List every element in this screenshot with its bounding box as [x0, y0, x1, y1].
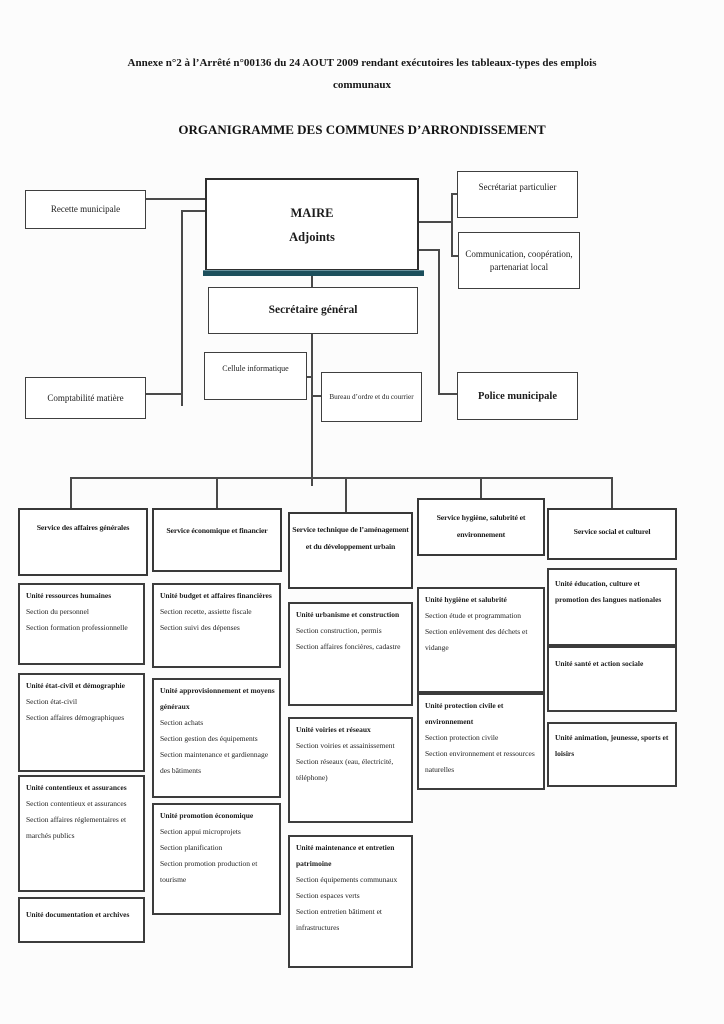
connector-police-vertical	[438, 249, 440, 394]
unit-section: Section achats	[160, 718, 204, 727]
unit-section: Section appui microprojets	[160, 827, 241, 836]
connector-cellule-stub	[306, 376, 312, 378]
police-municipale-box: Police municipale	[457, 372, 578, 420]
bureau-ordre-courrier-box: Bureau d’ordre et du courrier	[321, 372, 422, 422]
maire-accent-bar	[203, 270, 424, 276]
unit-section: Section voiries et assainissement	[296, 741, 395, 750]
connector-maire-right	[419, 221, 452, 223]
unit-title: Unité hygiène et salubrité	[425, 595, 507, 604]
connector-drop-service-4	[480, 477, 482, 499]
unit-maintenance-patrimoine-box: Unité maintenance et entretien patrimoin…	[288, 835, 413, 968]
unit-section: Section environnement et ressources natu…	[425, 749, 535, 774]
unit-title: Unité animation, jeunesse, sports et loi…	[555, 733, 669, 758]
unit-section: Section entretien bâtiment et infrastruc…	[296, 907, 383, 932]
service-hygiene-salubrite-box: Service hygiène, salubrité et environnem…	[417, 498, 545, 556]
connector-secretariat-stub	[451, 193, 458, 195]
unit-section: Section contentieux et assurances	[26, 799, 127, 808]
unit-voiries-reseaux-box: Unité voiries et réseaux Section voiries…	[288, 717, 413, 823]
unit-promotion-economique-box: Unité promotion économique Section appui…	[152, 803, 281, 915]
unit-section: Section construction, permis	[296, 626, 382, 635]
connector-drop-service-5	[611, 477, 613, 509]
unit-section: Section affaires démographiques	[26, 713, 125, 722]
secretaire-general-box: Secrétaire général	[208, 287, 418, 334]
connector-police-stub	[438, 393, 458, 395]
maire-label: MAIRE	[290, 205, 334, 220]
unit-title: Unité ressources humaines	[26, 591, 112, 600]
unit-section: Section promotion production et tourisme	[160, 859, 258, 884]
unit-section: Section réseaux (eau, électricité, télép…	[296, 757, 394, 782]
secretariat-particulier-box: Secrétariat particulier	[457, 171, 578, 218]
unit-sante-action-sociale-box: Unité santé et action sociale	[547, 646, 677, 712]
adjoints-label: Adjoints	[289, 229, 335, 244]
page-title: ORGANIGRAMME DES COMMUNES D’ARRONDISSEME…	[178, 122, 546, 137]
service-technique-amenagement-box: Service technique de l’aménagement et du…	[288, 512, 413, 589]
unit-section: Section suivi des dépenses	[160, 623, 240, 632]
unit-animation-jeunesse-box: Unité animation, jeunesse, sports et loi…	[547, 722, 677, 787]
unit-title: Unité promotion économique	[160, 811, 254, 820]
comptabilite-matiere-box: Comptabilité matière	[25, 377, 146, 419]
unit-etat-civil-demographie-box: Unité état-civil et démographie Section …	[18, 673, 145, 772]
unit-section: Section affaires foncières, cadastre	[296, 642, 401, 651]
unit-title: Unité santé et action sociale	[555, 659, 644, 668]
unit-section: Section affaires réglementaires et march…	[26, 815, 127, 840]
unit-budget-affaires-financieres-box: Unité budget et affaires financières Sec…	[152, 583, 281, 668]
unit-contentieux-assurances-box: Unité contentieux et assurances Section …	[18, 775, 145, 892]
unit-urbanisme-construction-box: Unité urbanisme et construction Section …	[288, 602, 413, 706]
unit-title: Unité maintenance et entretien patrimoin…	[296, 843, 395, 868]
unit-section: Section protection civile	[425, 733, 499, 742]
unit-title: Unité documentation et archives	[26, 910, 130, 919]
connector-drop-service-3	[345, 477, 347, 513]
unit-ressources-humaines-box: Unité ressources humaines Section du per…	[18, 583, 145, 665]
connector-communication-stub	[451, 255, 459, 257]
cellule-informatique-box: Cellule informatique	[204, 352, 307, 400]
connector-maire-sg	[311, 271, 313, 288]
unit-section: Section du personnel	[26, 607, 89, 616]
unit-title: Unité urbanisme et construction	[296, 610, 400, 619]
connector-left-horizontal	[181, 210, 206, 212]
unit-section: Section planification	[160, 843, 223, 852]
unit-approvisionnement-moyens-box: Unité approvisionnement et moyens généra…	[152, 678, 281, 798]
unit-section: Section recette, assiette fiscale	[160, 607, 252, 616]
unit-section: Section équipements communaux	[296, 875, 398, 884]
unit-title: Unité protection civile et environnement	[425, 701, 504, 726]
connector-drop-service-2	[216, 477, 218, 509]
annexe-heading: Annexe n°2 à l’Arrêté n°00136 du 24 AOUT…	[127, 57, 597, 91]
unit-section: Section maintenance et gardiennage des b…	[160, 750, 269, 775]
connector-recette-maire	[146, 198, 206, 200]
connector-right-vertical	[451, 193, 453, 257]
connector-drop-service-1	[70, 477, 72, 509]
connector-left-vertical	[181, 210, 183, 406]
unit-hygiene-salubrite-box: Unité hygiène et salubrité Section étude…	[417, 587, 545, 693]
unit-title: Unité contentieux et assurances	[26, 783, 127, 792]
connector-bureau-stub	[312, 395, 322, 397]
maire-box: MAIRE Adjoints	[205, 178, 419, 271]
service-economique-financier-box: Service économique et financier	[152, 508, 282, 572]
unit-title: Unité budget et affaires financières	[160, 591, 272, 600]
unit-title: Unité approvisionnement et moyens généra…	[160, 686, 275, 711]
service-social-culturel-box: Service social et culturel	[547, 508, 677, 560]
unit-section: Section enlèvement des déchets et vidang…	[425, 627, 528, 652]
unit-education-culture-box: Unité éducation, culture et promotion de…	[547, 568, 677, 646]
connector-police-horizontal	[419, 249, 439, 251]
unit-documentation-archives-box: Unité documentation et archives	[18, 897, 145, 943]
unit-title: Unité éducation, culture et promotion de…	[555, 579, 662, 604]
unit-protection-civile-environnement-box: Unité protection civile et environnement…	[417, 693, 545, 790]
unit-section: Section gestion des équipements	[160, 734, 258, 743]
service-affaires-generales-box: Service des affaires générales	[18, 508, 148, 576]
unit-title: Unité voiries et réseaux	[296, 725, 371, 734]
connector-comptabilite	[146, 393, 182, 395]
unit-section: Section formation professionnelle	[26, 623, 128, 632]
unit-section: Section étude et programmation	[425, 611, 522, 620]
unit-title: Unité état-civil et démographie	[26, 681, 125, 690]
unit-section: Section état-civil	[26, 697, 78, 706]
connector-sg-services	[311, 334, 313, 486]
unit-section: Section espaces verts	[296, 891, 360, 900]
recette-municipale-box: Recette municipale	[25, 190, 146, 229]
connector-distribution-bar	[70, 477, 613, 479]
communication-box: Communication, coopération, partenariat …	[458, 232, 580, 289]
